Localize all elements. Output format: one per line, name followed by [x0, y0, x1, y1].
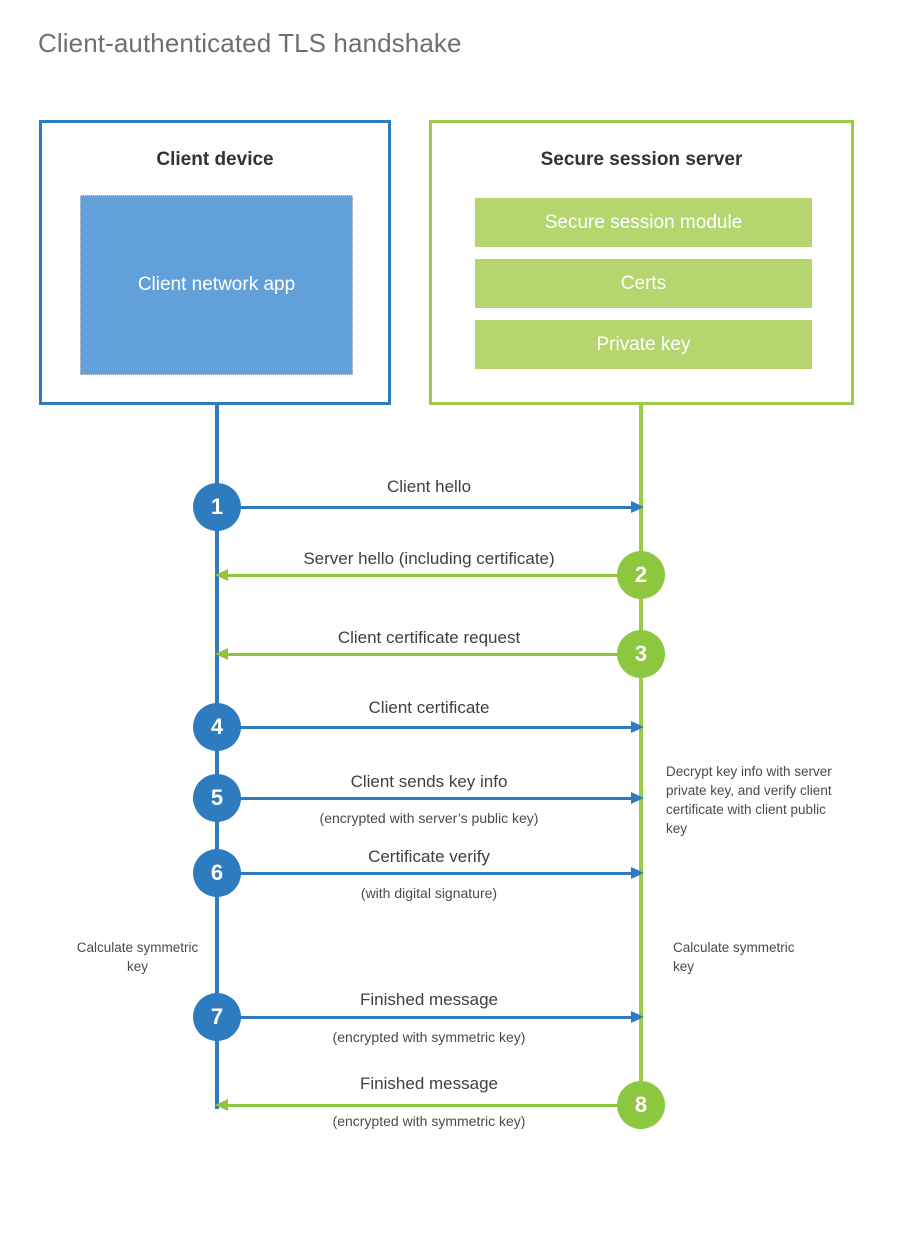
server-modules-list: Secure session module Certs Private key — [475, 198, 812, 369]
step-6-sublabel: (with digital signature) — [360, 885, 498, 901]
client-lifeline — [215, 403, 219, 1109]
secure-session-server-title: Secure session server — [540, 149, 743, 170]
arrowhead-right-icon — [631, 792, 644, 804]
client-device-box: Client device Client network app — [39, 120, 391, 405]
server-calculate-note: Calculate symmetric key — [673, 940, 795, 975]
secure-session-server-box: Secure session server Secure session mod… — [429, 120, 854, 405]
step-circle-6: 6 — [193, 849, 241, 897]
step-circle-5: 5 — [193, 774, 241, 822]
step-8-sublabel: (encrypted with symmetric key) — [332, 1113, 526, 1129]
step-8-label: Finished message — [360, 1074, 498, 1093]
arrowhead-right-icon — [631, 501, 644, 513]
step-circle-1: 1 — [193, 483, 241, 531]
server-decrypt-note: Decrypt key info with server private key… — [666, 764, 832, 837]
arrowhead-right-icon — [631, 867, 644, 879]
step-circle-2: 2 — [617, 551, 665, 599]
server-module-private-key: Private key — [475, 320, 812, 369]
arrowhead-left-icon — [215, 1099, 228, 1111]
server-module-secure-session-module: Secure session module — [475, 198, 812, 247]
server-lifeline — [639, 403, 643, 1105]
client-network-app-block: Client network app — [80, 195, 353, 375]
step-circle-3: 3 — [617, 630, 665, 678]
arrowhead-left-icon — [215, 648, 228, 660]
server-module-certs: Certs — [475, 259, 812, 308]
step-circle-8: 8 — [617, 1081, 665, 1129]
step-5-sublabel: (encrypted with server’s public key) — [319, 810, 539, 826]
step-6-label: Certificate verify — [368, 847, 490, 866]
step-4-label: Client certificate — [368, 698, 490, 717]
step-circle-7: 7 — [193, 993, 241, 1041]
arrowhead-right-icon — [631, 721, 644, 733]
step-1-label: Client hello — [386, 477, 472, 496]
step-5-label: Client sends key info — [350, 772, 508, 791]
step-7-sublabel: (encrypted with symmetric key) — [332, 1029, 526, 1045]
client-device-title: Client device — [156, 149, 274, 170]
step-circle-4: 4 — [193, 703, 241, 751]
arrowhead-right-icon — [631, 1011, 644, 1023]
arrowhead-left-icon — [215, 569, 228, 581]
step-2-label: Server hello (including certificate) — [303, 549, 555, 568]
client-calculate-note: Calculate symmetric key — [76, 940, 199, 975]
step-3-label: Client certificate request — [337, 628, 521, 647]
step-7-label: Finished message — [360, 990, 498, 1009]
page-title: Client-authenticated TLS handshake — [38, 28, 462, 58]
